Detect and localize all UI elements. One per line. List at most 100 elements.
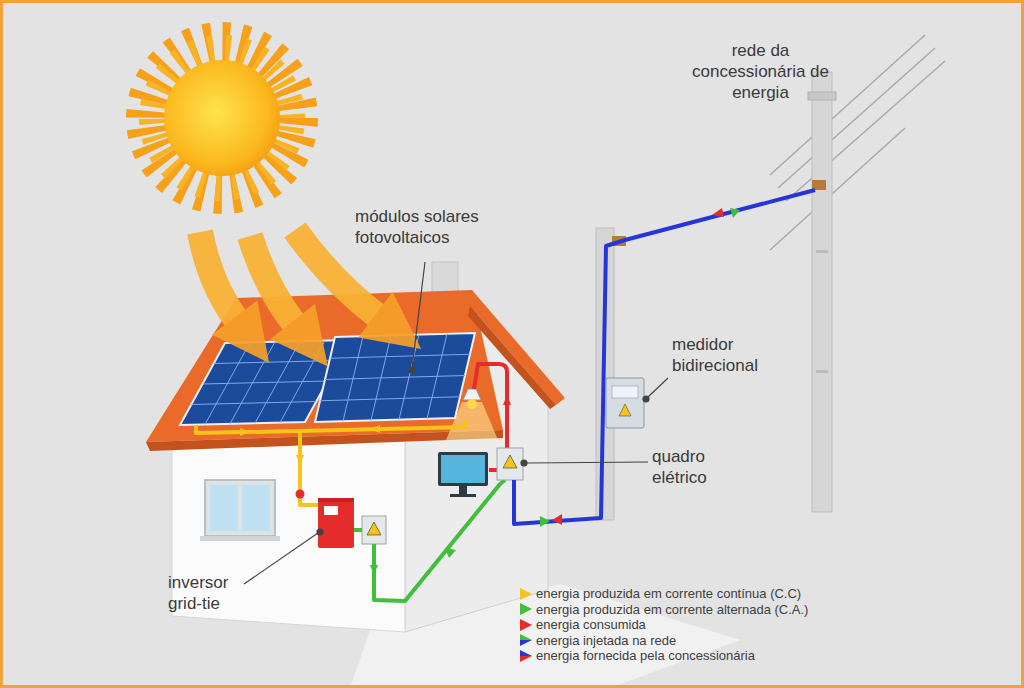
legend-swatch	[520, 650, 532, 662]
lamp	[446, 389, 498, 440]
lamp	[463, 389, 481, 400]
legend-swatch-shape	[520, 640, 532, 646]
ac-switch	[362, 516, 386, 544]
panel-board-label: quadro elétrico	[652, 446, 732, 488]
panel-label: módulos solares fotovoltaicos	[355, 206, 555, 248]
sun-beams	[200, 232, 238, 322]
legend-entry: energia consumida	[520, 617, 646, 632]
grid-label: rede da concessionária de energia	[688, 40, 833, 103]
dc-arrows	[296, 455, 304, 465]
legend-swatch-shape	[520, 634, 532, 640]
ac-switch	[362, 516, 386, 544]
bidirectional-meter	[606, 378, 644, 428]
inverter	[324, 506, 338, 515]
bidirectional-meter	[606, 378, 644, 428]
solar-panels	[325, 376, 465, 380]
utility-pole	[816, 370, 828, 373]
television	[441, 455, 485, 483]
sun	[164, 60, 280, 176]
legend-swatch	[520, 634, 532, 646]
television	[438, 452, 488, 497]
dc-breaker	[296, 490, 305, 499]
lamp	[467, 399, 477, 409]
legend-text: energia fornecida pela concessionária	[536, 648, 755, 663]
sun-beams	[250, 236, 296, 326]
solar-panels	[315, 333, 475, 422]
bidirectional-meter	[612, 386, 638, 398]
electric-panel	[497, 448, 523, 480]
leader-lines	[409, 367, 415, 373]
solar-panels	[180, 333, 475, 425]
legend-swatch-shape	[520, 603, 532, 615]
leader-lines	[526, 462, 648, 463]
dc-wire	[300, 420, 466, 431]
inverter	[318, 498, 354, 548]
dc-wire	[196, 420, 466, 505]
legend-entry: energia fornecida pela concessionária	[520, 648, 755, 663]
legend-entry: energia produzida em corrente alternada …	[520, 602, 808, 617]
legend-swatch	[520, 603, 532, 615]
legend-text: energia injetada na rede	[536, 633, 676, 648]
dc-arrows	[370, 425, 380, 433]
sun-beams	[200, 230, 380, 326]
leader-lines	[412, 262, 425, 368]
legend-swatch	[520, 588, 532, 600]
house	[468, 306, 556, 409]
solar-panels	[320, 397, 460, 401]
ac-arrows	[370, 565, 378, 575]
grid-arrows	[552, 514, 562, 525]
ac-arrows	[370, 548, 456, 575]
solar-panels	[191, 402, 316, 405]
leader-lines	[244, 262, 668, 584]
utility-pole	[816, 250, 828, 253]
inverter	[318, 498, 354, 548]
house	[242, 485, 270, 531]
power-lines	[770, 35, 925, 175]
utility-pole	[808, 92, 836, 100]
television	[450, 494, 476, 497]
ac-arrows	[445, 548, 456, 558]
solar-panels	[330, 354, 470, 358]
sun	[152, 48, 292, 188]
legend-text: energia produzida em corrente contínua (…	[536, 586, 801, 601]
leader-lines	[317, 529, 323, 535]
electric-panel	[497, 448, 523, 480]
legend-swatch-shape	[520, 650, 532, 656]
ac-switch	[367, 522, 381, 535]
legend-swatch	[520, 619, 532, 631]
sun	[146, 42, 298, 194]
electric-panel	[503, 455, 517, 468]
sun	[146, 42, 298, 194]
television	[459, 486, 467, 494]
house	[205, 480, 275, 536]
grid-arrows	[730, 208, 740, 218]
consumed-arrow	[503, 395, 511, 405]
grid-wire	[514, 190, 815, 524]
leader-lines	[643, 396, 649, 402]
television	[438, 452, 488, 486]
consumed-wire	[474, 364, 507, 450]
utility-pole	[812, 72, 832, 512]
legend-text: energia consumida	[536, 617, 646, 632]
ac-wire	[374, 480, 505, 601]
legend-entry: energia injetada na rede	[520, 633, 676, 648]
leader-lines	[244, 533, 318, 584]
grid-wire	[514, 190, 815, 524]
legend-entry: energia produzida em corrente contínua (…	[520, 586, 801, 601]
meter-label: medidor bidirecional	[672, 334, 797, 376]
bidirectional-meter	[619, 404, 631, 416]
house	[146, 262, 565, 632]
leader-lines	[648, 378, 668, 397]
ac-wire	[354, 528, 362, 532]
house	[470, 290, 565, 405]
power-lines	[786, 61, 945, 201]
legend-swatch-shape	[520, 619, 532, 631]
utility-pole	[808, 72, 836, 512]
house	[200, 536, 280, 541]
ac-wire	[354, 480, 505, 601]
solar-panels	[320, 334, 470, 421]
